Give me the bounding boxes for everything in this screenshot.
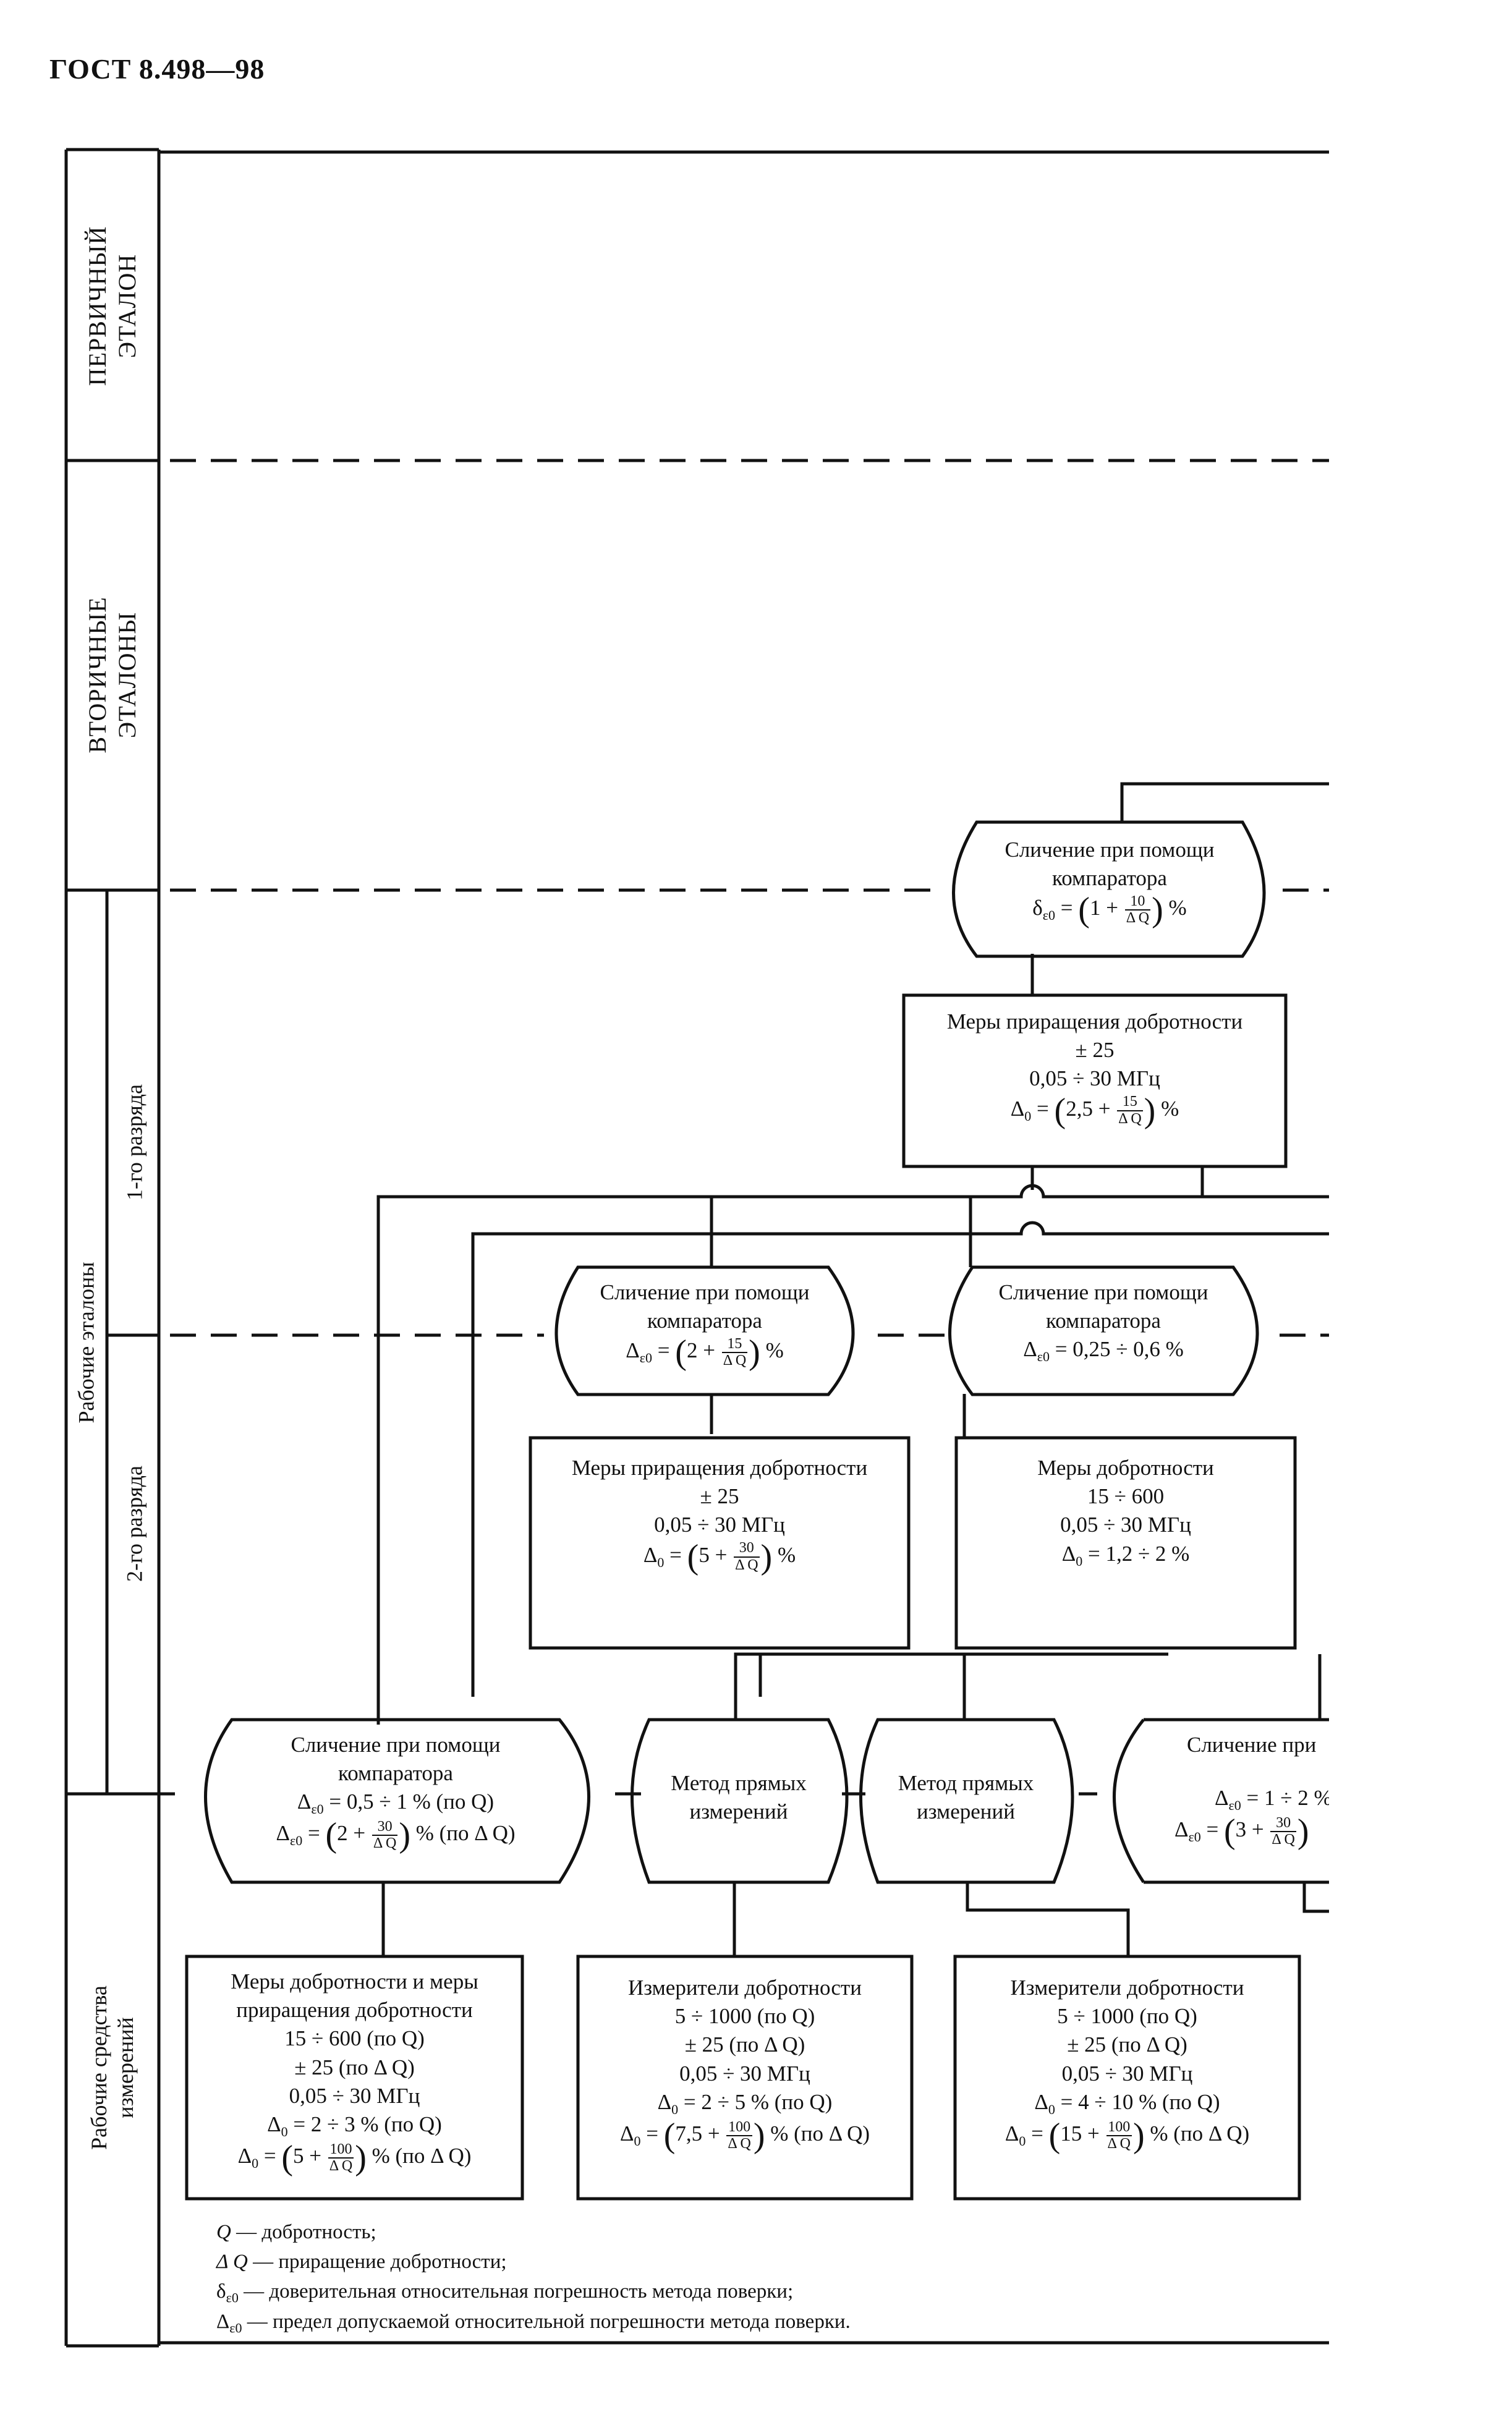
measures-increment-rank1: Меры приращения добротности ± 25 0,05 ÷ … bbox=[946, 1009, 1243, 1130]
measures-q-rank2: Меры добротности 15 ÷ 600 0,05 ÷ 30 МГц … bbox=[956, 1454, 1295, 1570]
comparator-rank2-b: Сличение при помощи компаратора Δε0 = 0,… bbox=[940, 1278, 1267, 1365]
level-working-standards-label: Рабочие эталоны bbox=[74, 1262, 99, 1424]
comparator-working-c: Сличение при помощи компаратора Δε0 = 0,… bbox=[276, 1733, 516, 1855]
formula-1: Δ0 = 4 ÷ 10 % (по Q) bbox=[1034, 2089, 1220, 2117]
comparator-top: Сличение при помощи компаратора δε0 = (1… bbox=[1004, 838, 1215, 930]
formula: Δ0 = 1,2 ÷ 2 % bbox=[1061, 1541, 1190, 1569]
rank1-label: 1-го разряда bbox=[122, 1084, 147, 1200]
legend-item: δε0 — доверительная относительная погреш… bbox=[216, 2280, 794, 2306]
working-instrument-1: Меры добротности и меры приращения добро… bbox=[231, 1969, 478, 2177]
level-secondary-label: ВТОРИЧНЫЕ ЭТАЛОНЫ bbox=[83, 597, 141, 754]
comparator-working-d: Сличение при Δε0 = 1 ÷ 2 % Δε0 = (3 + 30… bbox=[1106, 1725, 1329, 1879]
level-primary-label: ПЕРВИЧНЫЙ ЭТАЛОН bbox=[83, 226, 141, 386]
direct-method-1: Метод прямых измерений bbox=[671, 1771, 807, 1824]
formula-1: Δε0 = 0,5 ÷ 1 % (по Q) bbox=[297, 1790, 495, 1817]
direct-method-2: Метод прямых измерений bbox=[898, 1771, 1034, 1824]
measures-increment-rank2: Меры приращения добротности ± 25 0,05 ÷ … bbox=[571, 1456, 868, 1576]
legend-item: Q — добротность; bbox=[216, 2221, 376, 2243]
legend-item: Δ Q — приращение добротности; bbox=[216, 2250, 507, 2273]
formula: Δε0 = 0,25 ÷ 0,6 % bbox=[1023, 1337, 1184, 1365]
formula-1: Δε0 = 1 ÷ 2 % bbox=[1215, 1786, 1329, 1814]
working-instrument-3: Измерители добротности 5 ÷ 1000 (по Q) ±… bbox=[1004, 1976, 1250, 2155]
level-working-instruments-label: Рабочие средства измерений bbox=[86, 1985, 138, 2150]
legend: Q — добротность; Δ Q — приращение доброт… bbox=[216, 2218, 851, 2338]
formula-1: Δ0 = 2 ÷ 5 % (по Q) bbox=[657, 2089, 833, 2117]
rank2-label: 2-го разряда bbox=[122, 1466, 147, 1582]
formula-1: Δ0 = 2 ÷ 3 % (по Q) bbox=[267, 2112, 442, 2139]
comparator-rank2-a: Сличение при помощи компаратора Δε0 = (2… bbox=[600, 1280, 810, 1372]
document-title: ГОСТ 8.498—98 bbox=[49, 53, 265, 85]
working-instrument-2: Измерители добротности 5 ÷ 1000 (по Q) ±… bbox=[619, 1976, 870, 2155]
legend-item: Δε0 — предел допускаемой относительной п… bbox=[216, 2311, 851, 2336]
